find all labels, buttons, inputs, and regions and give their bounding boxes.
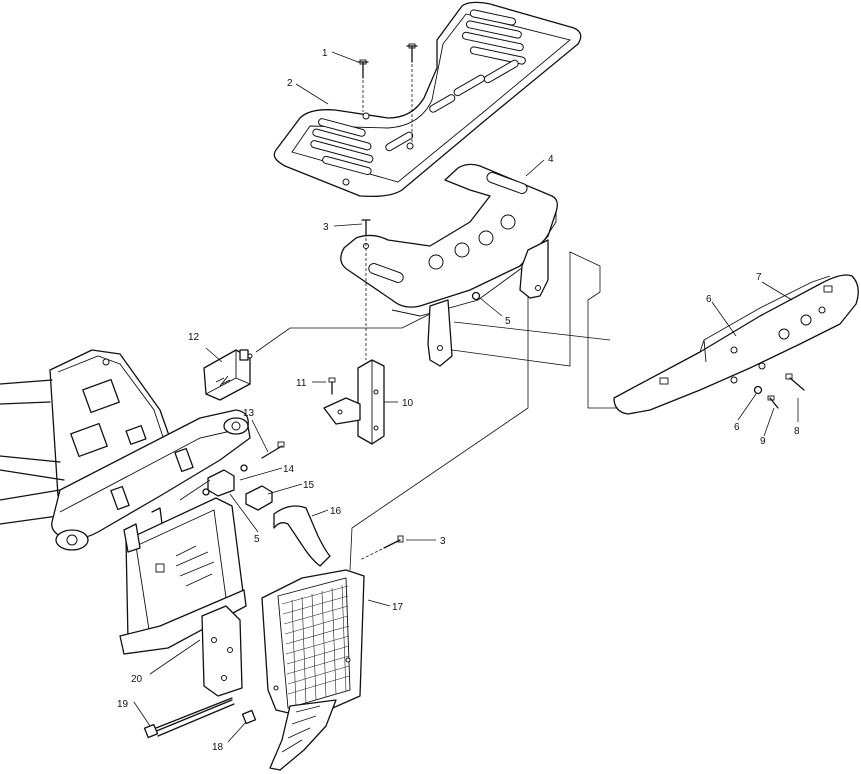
rack-panel-slots: [310, 9, 526, 186]
grille-screw: [359, 535, 404, 561]
assembly-lines: [179, 251, 618, 571]
rack-screws: [357, 43, 418, 142]
callouts: 1 2 3 4 5 6 7 12 11 10 13 14 15 16 5 3 1…: [117, 48, 800, 753]
callout-11: 11: [296, 378, 307, 389]
grille-mesh: [281, 584, 350, 707]
front-bumper: [613, 274, 859, 415]
callout-6: 6: [706, 294, 712, 305]
callout-20: 20: [131, 674, 143, 685]
callout-7: 7: [756, 272, 762, 283]
callout-10: 10: [402, 398, 414, 409]
callout-16: 16: [330, 506, 342, 517]
callout-5b: 5: [254, 534, 260, 545]
horn-brackets: [202, 441, 285, 511]
callout-13: 13: [243, 408, 255, 419]
callout-14: 14: [283, 464, 295, 475]
radiator-hose: [273, 505, 331, 567]
callout-17: 17: [392, 602, 404, 613]
vehicle-frame: [0, 349, 251, 551]
callout-3b: 3: [440, 536, 446, 547]
grille: [261, 569, 365, 771]
callout-15: 15: [303, 480, 315, 491]
callout-3: 3: [323, 222, 329, 233]
bracket-nut: [471, 291, 481, 301]
callout-5: 5: [505, 316, 511, 327]
callout-6b: 6: [734, 422, 740, 433]
callout-12: 12: [188, 332, 200, 343]
radiator: [119, 497, 247, 655]
bumper-hardware: [753, 373, 805, 409]
callout-1: 1: [322, 48, 328, 59]
mounting-post: [323, 359, 385, 445]
callout-19: 19: [117, 699, 129, 710]
callout-8: 8: [794, 426, 800, 437]
bracket-screw: [361, 219, 371, 360]
horn: [203, 349, 253, 401]
rack-panel: [273, 1, 582, 198]
rack-bracket: [340, 163, 558, 367]
callout-18: 18: [212, 742, 224, 753]
callout-leaders: [133, 51, 799, 743]
callout-9: 9: [760, 436, 766, 447]
radiator-side-bracket: [143, 605, 257, 739]
callout-4: 4: [548, 154, 554, 165]
callout-2: 2: [287, 78, 293, 89]
